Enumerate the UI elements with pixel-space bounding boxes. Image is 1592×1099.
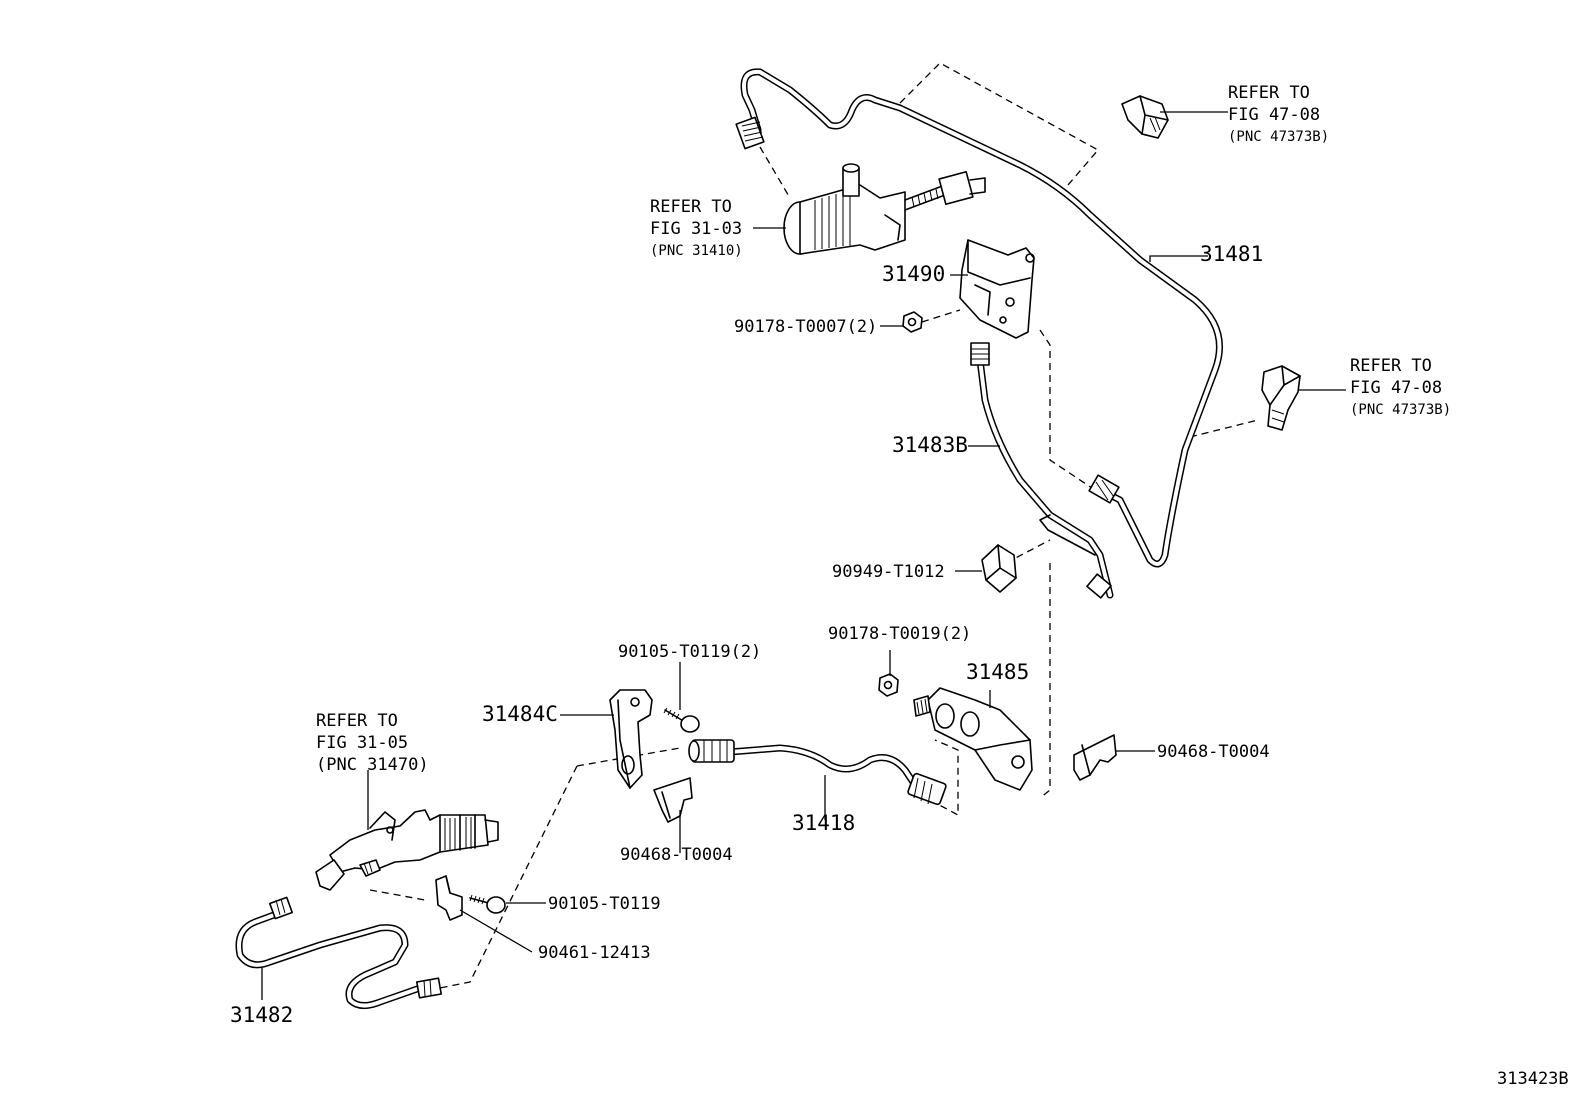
ref-master-cyl-line3: (PNC 31410) [650,243,743,259]
leader-lines [261,111,1346,1000]
clip-90949-T1012[interactable] [981,544,1017,593]
label-31484C: 31484C [482,702,558,726]
ref-release-cyl-line1: REFER TO [316,711,398,731]
pipe-31482[interactable] [235,896,443,1009]
label-31483B: 31483B [892,433,968,457]
figure-id: 313423B [1497,1069,1569,1089]
label-90105-T0119-2: 90105-T0119(2) [618,642,761,662]
clip-90468-T0004-left[interactable] [653,777,693,823]
nut-90178-T0019[interactable] [878,673,899,697]
bracket-31485[interactable] [913,687,1033,791]
label-90949-T1012: 90949-T1012 [832,562,945,582]
label-90178-T0019: 90178-T0019(2) [828,624,971,644]
ref-mid-right-line3: (PNC 47373B) [1350,402,1451,418]
pipe-31481[interactable] [735,68,1223,568]
bracket-90461-12413[interactable] [435,875,463,921]
ref-top-right-line2: FIG 47-08 [1228,105,1320,125]
ref-top-right-line1: REFER TO [1228,83,1310,103]
label-31418: 31418 [792,811,855,835]
ref-mid-right-line1: REFER TO [1350,356,1432,376]
clip-47-08-mid[interactable] [1261,365,1301,431]
bracket-31490[interactable] [959,239,1035,339]
pipe-31483B[interactable] [970,342,1114,599]
ref-master-cyl-line1: REFER TO [650,197,732,217]
label-31485: 31485 [966,660,1029,684]
label-31482: 31482 [230,1003,293,1027]
hose-31418[interactable] [688,739,947,806]
label-90468-T0004-left: 90468-T0004 [620,845,733,865]
label-90105-T0119: 90105-T0119 [548,894,661,914]
assembly-dashed-lines [369,62,1259,991]
bolt-90105-T0119-2[interactable] [663,707,700,733]
ref-release-cyl-line3: (PNC 31470) [316,755,429,775]
nut-90178-T0007[interactable] [902,311,923,333]
ref-release-cyl-line2: FIG 31-05 [316,733,408,753]
clip-47-08-top[interactable] [1121,95,1169,139]
clutch-master-cylinder[interactable] [783,163,986,255]
clip-90468-T0004-right[interactable] [1073,734,1117,781]
bolt-90105-T0119[interactable] [469,894,506,914]
label-31481: 31481 [1200,242,1263,266]
clutch-release-cylinder[interactable] [315,809,499,891]
label-90178-T0007: 90178-T0007(2) [734,317,877,337]
ref-top-right-line3: (PNC 47373B) [1228,129,1329,145]
part-labels: REFER TO FIG 47-08 (PNC 47373B) REFER TO… [230,83,1569,1089]
label-90468-T0004-right: 90468-T0004 [1157,742,1270,762]
ref-master-cyl-line2: FIG 31-03 [650,219,742,239]
bracket-31484C[interactable] [609,689,653,789]
label-90461-12413: 90461-12413 [538,943,651,963]
ref-mid-right-line2: FIG 47-08 [1350,378,1442,398]
label-31490: 31490 [882,262,945,286]
